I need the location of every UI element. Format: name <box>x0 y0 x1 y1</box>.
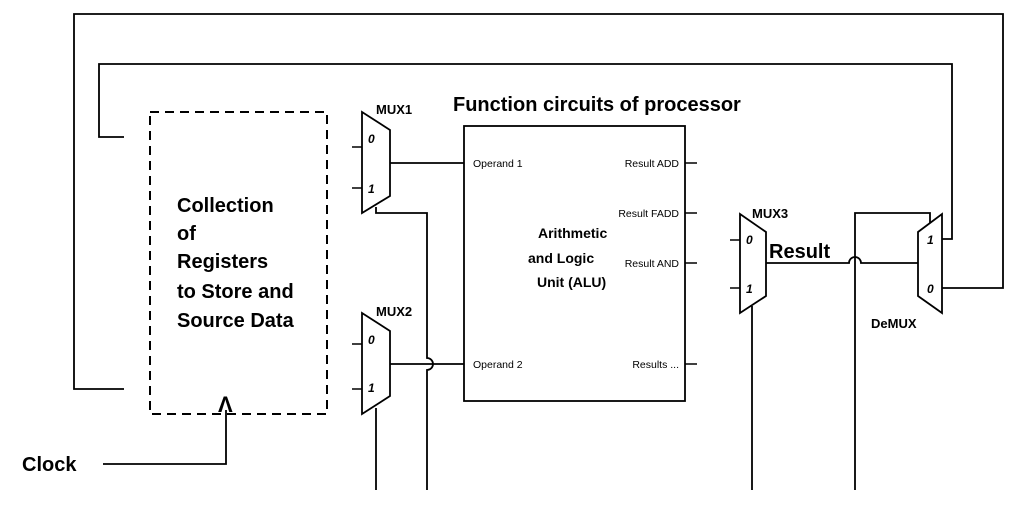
mux3-input-0: 0 <box>746 233 753 247</box>
mux1-bus-right <box>375 207 434 490</box>
mux1-label: MUX1 <box>376 102 412 117</box>
demux-label: DeMUX <box>871 316 917 331</box>
mux1-input-1: 1 <box>368 182 375 196</box>
register-label-line2: of <box>177 223 196 245</box>
demux <box>917 212 943 315</box>
register-label-line1: Collection <box>177 195 274 217</box>
mux3-input-1: 1 <box>746 282 753 296</box>
alu-name-line2: and Logic <box>528 250 594 266</box>
mux2-input-1: 1 <box>368 381 375 395</box>
diagram-title: Function circuits of processor <box>453 94 741 116</box>
mux2-label: MUX2 <box>376 304 412 319</box>
mux2-input-0: 0 <box>368 333 375 347</box>
alu-block <box>463 125 686 402</box>
result-label: Result <box>769 241 830 263</box>
alu-result-fadd-label: Result FADD <box>618 208 679 220</box>
alu-result-and-label: Result AND <box>625 258 680 270</box>
alu-name-line3: Unit (ALU) <box>537 274 606 290</box>
feedback-wire-inner <box>98 63 953 240</box>
demux-output-1: 1 <box>927 233 934 247</box>
alu-result-add-label: Result ADD <box>625 158 680 170</box>
clock-edge-symbol: Λ <box>218 392 233 417</box>
register-label-line3: Registers <box>177 251 268 273</box>
clock-label: Clock <box>22 454 77 476</box>
alu-operand1-label: Operand 1 <box>473 158 523 170</box>
alu-name-line1: Arithmetic <box>538 225 607 241</box>
alu-results-more-label: Results ... <box>632 359 679 371</box>
alu-operand2-label: Operand 2 <box>473 359 523 371</box>
mux1 <box>361 110 391 215</box>
mux3-label: MUX3 <box>752 206 788 221</box>
clock-wire <box>103 410 227 465</box>
demux-output-0: 0 <box>927 282 934 296</box>
mux3 <box>739 212 767 315</box>
demux-select-bus <box>854 212 931 490</box>
register-label-line4: to Store and <box>177 281 294 303</box>
mux2 <box>361 311 391 416</box>
mux1-input-0: 0 <box>368 132 375 146</box>
register-label-line5: Source Data <box>177 310 295 332</box>
feedback-wire-outer <box>73 13 1004 390</box>
